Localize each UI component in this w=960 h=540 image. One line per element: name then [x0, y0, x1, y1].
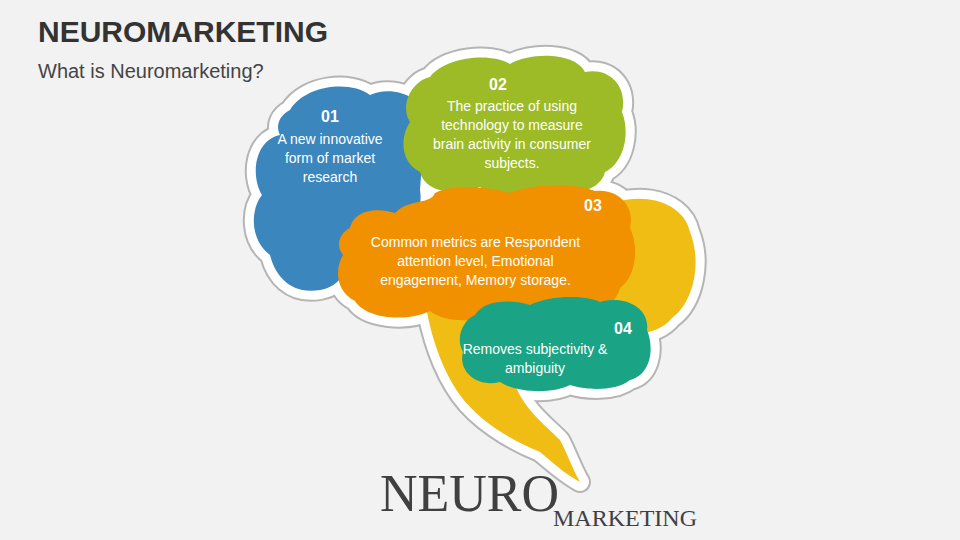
title: NEUROMARKETING	[38, 15, 328, 49]
brain-rim-path	[460, 297, 651, 391]
brain-rim	[254, 56, 696, 482]
lobe-fill	[460, 297, 651, 391]
brain-outline	[254, 56, 696, 482]
lobe-fill	[403, 56, 625, 195]
lobe-text: The practice of using technology to meas…	[432, 97, 592, 173]
callout-number: 01	[310, 108, 350, 126]
brain-lobe: 02The practice of using technology to me…	[400, 52, 630, 197]
callout-number: 04	[603, 320, 643, 338]
brain-lobe: 04Removes subjectivity & ambiguity	[455, 290, 655, 395]
callout-number: 03	[573, 197, 613, 215]
brain-rim-path	[403, 56, 625, 195]
word-mark-marketing: MARKETING	[553, 504, 697, 532]
lobe-text: Removes subjectivity & ambiguity	[460, 340, 610, 378]
word-mark-neuro: NEURO	[380, 464, 559, 524]
subtitle: What is Neuromarketing?	[38, 60, 264, 83]
lobe-text: A new innovative form of market research	[276, 130, 384, 187]
brain-rim	[254, 56, 696, 482]
callout-number: 02	[478, 76, 518, 94]
brain-rim-path	[460, 297, 651, 391]
lobe-text: Common metrics are Respondent attention …	[368, 233, 583, 290]
brain-rim-path	[403, 56, 625, 195]
